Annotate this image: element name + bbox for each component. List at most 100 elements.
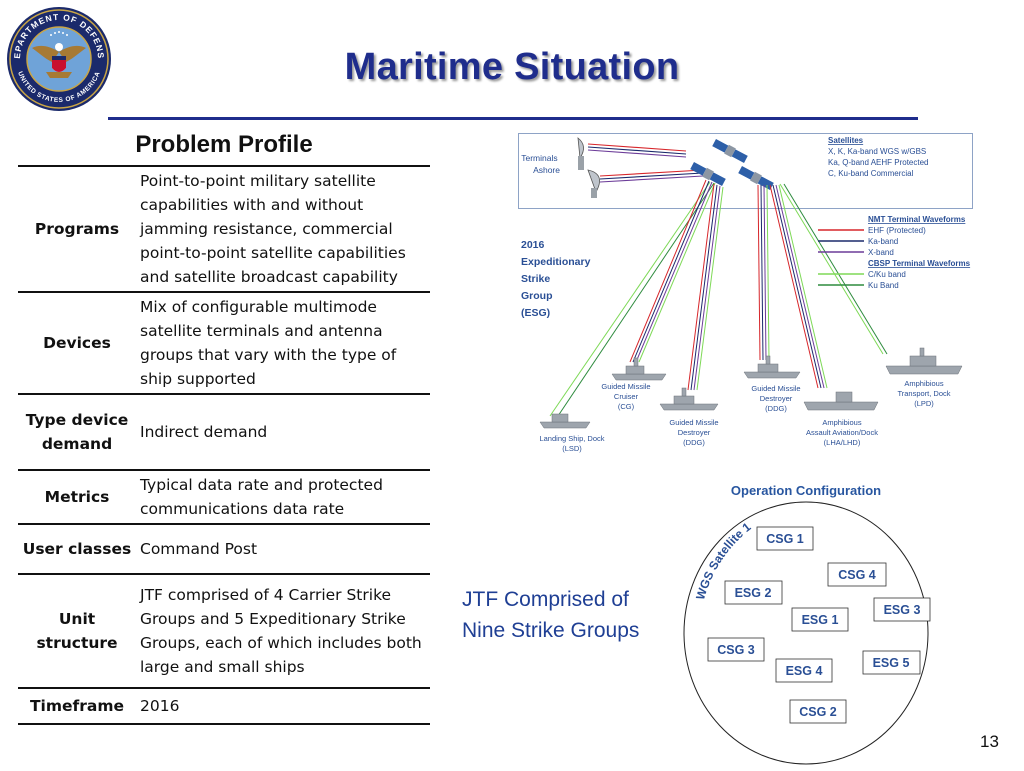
svg-text:X-band: X-band (868, 248, 894, 257)
svg-text:Ka, Q-band AEHF Protected: Ka, Q-band AEHF Protected (828, 158, 929, 167)
svg-text:Group: Group (521, 290, 553, 302)
satellite-dish-icon (587, 169, 600, 198)
svg-text:Guided Missile: Guided Missile (751, 384, 800, 393)
row-value: Mix of configurable multimode satellite … (136, 291, 430, 394)
row-value: 2016 (136, 687, 430, 725)
problem-profile-heading: Problem Profile (135, 131, 313, 158)
row-label: Devices (18, 291, 136, 394)
eagle-icon (32, 31, 86, 78)
svg-text:2016: 2016 (521, 239, 545, 251)
ship-labels: Guided Missile Cruiser (CG) Guided Missi… (539, 379, 950, 453)
svg-text:Expeditionary: Expeditionary (521, 256, 591, 268)
dod-seal: DEPARTMENT OF DEFENSE UNITED STATES OF A… (2, 0, 112, 112)
svg-text:Cruiser: Cruiser (614, 392, 639, 401)
svg-text:Guided Missile: Guided Missile (669, 418, 718, 427)
strike-group-csg-4: CSG 4 (827, 562, 887, 587)
svg-text:Landing Ship, Dock: Landing Ship, Dock (539, 434, 604, 443)
cbsp-legend: CBSP Terminal Waveforms C/Ku band Ku Ban… (818, 259, 971, 290)
svg-text:ESG 3: ESG 3 (884, 603, 921, 617)
svg-text:Amphibious: Amphibious (822, 418, 861, 427)
svg-text:X, K, Ka-band WGS w/GBS: X, K, Ka-band WGS w/GBS (828, 147, 926, 156)
svg-text:(LSD): (LSD) (562, 444, 582, 453)
row-label: Metrics (18, 469, 136, 524)
table-row: Timeframe 2016 (18, 687, 430, 725)
ashore-links (587, 143, 704, 183)
strike-group-esg-3: ESG 3 (873, 597, 931, 622)
row-label: Unit structure (18, 573, 136, 688)
svg-text:ESG 2: ESG 2 (735, 586, 772, 600)
nmt-legend: NMT Terminal Waveforms EHF (Protected) K… (818, 215, 966, 257)
problem-profile-table: Programs Point-to-point military satelli… (18, 165, 430, 725)
table-row: Metrics Typical data rate and protected … (18, 469, 430, 524)
satellite-icon (690, 162, 726, 186)
svg-text:(ESG): (ESG) (521, 307, 550, 319)
svg-text:ESG 5: ESG 5 (873, 656, 910, 670)
svg-text:ESG 1: ESG 1 (802, 613, 839, 627)
svg-text:EHF (Protected): EHF (Protected) (868, 226, 926, 235)
svg-text:(LHA/LHD): (LHA/LHD) (824, 438, 861, 447)
row-value: Command Post (136, 523, 430, 574)
svg-text:C/Ku band: C/Ku band (868, 270, 906, 279)
svg-text:CSG 1: CSG 1 (766, 532, 804, 546)
svg-text:CSG 3: CSG 3 (717, 643, 755, 657)
esg-communications-diagram: Terminals Ashore (518, 130, 978, 465)
svg-text:(CG): (CG) (618, 402, 635, 411)
satellite-dish-icon (577, 137, 584, 170)
ship-icon-lha (803, 391, 879, 411)
ship-icon-lpd (885, 347, 963, 375)
table-row: Unit structure JTF comprised of 4 Carrie… (18, 573, 430, 688)
svg-text:Amphibious: Amphibious (904, 379, 943, 388)
ship-icon-ddg2 (659, 387, 719, 411)
svg-text:Destroyer: Destroyer (760, 394, 793, 403)
table-row: Type device demand Indirect demand (18, 393, 430, 470)
svg-text:(DDG): (DDG) (765, 404, 787, 413)
strike-group-esg-2: ESG 2 (724, 580, 783, 605)
ship-icon-lsd (539, 413, 591, 429)
table-row: User classes Command Post (18, 523, 430, 574)
svg-text:(LPD): (LPD) (914, 399, 934, 408)
row-label: Timeframe (18, 687, 136, 725)
satellite-icon (738, 166, 774, 190)
esg-group-label: 2016 Expeditionary Strike Group (ESG) (521, 239, 591, 319)
jtf-caption: JTF Comprised of Nine Strike Groups (462, 588, 640, 642)
strike-group-csg-1: CSG 1 (756, 526, 814, 551)
strike-group-csg-2: CSG 2 (789, 699, 847, 724)
satellites-legend: Satellites X, K, Ka-band WGS w/GBS Ka, Q… (828, 136, 929, 178)
row-label: User classes (18, 523, 136, 574)
terminals-label: Terminals Ashore (521, 153, 560, 175)
ships (539, 347, 963, 429)
satellite-icon (712, 139, 748, 163)
svg-text:NMT Terminal Waveforms: NMT Terminal Waveforms (868, 215, 966, 224)
operation-configuration-diagram: WGS Satellite 1 CSG 1 CSG 4 ESG 2 ESG 3 … (680, 500, 936, 771)
row-label: Type device demand (18, 393, 136, 470)
strike-group-esg-5: ESG 5 (862, 650, 921, 675)
slide-title: Maritime Situation (344, 46, 680, 88)
page-number: 13 (980, 732, 999, 751)
svg-text:(DDG): (DDG) (683, 438, 705, 447)
svg-text:Satellites: Satellites (828, 136, 864, 145)
svg-text:Assault Aviation/Dock: Assault Aviation/Dock (806, 428, 878, 437)
svg-text:ESG 4: ESG 4 (786, 664, 823, 678)
strike-group-esg-1: ESG 1 (791, 607, 849, 632)
svg-text:CBSP Terminal Waveforms: CBSP Terminal Waveforms (868, 259, 971, 268)
svg-text:Strike: Strike (521, 273, 550, 285)
strike-group-esg-4: ESG 4 (775, 658, 833, 683)
row-value: JTF comprised of 4 Carrier Strike Groups… (136, 573, 430, 688)
svg-text:Destroyer: Destroyer (678, 428, 711, 437)
operation-configuration-title: Operation Configuration (730, 483, 882, 498)
row-value: Typical data rate and protected communic… (136, 469, 430, 524)
row-value: Indirect demand (136, 393, 430, 470)
svg-text:Ka-band: Ka-band (868, 237, 898, 246)
table-row: Programs Point-to-point military satelli… (18, 165, 430, 292)
svg-text:CSG 2: CSG 2 (799, 705, 837, 719)
ship-icon-ddg1 (743, 355, 801, 379)
title-divider (108, 117, 918, 120)
strike-group-csg-3: CSG 3 (707, 637, 765, 662)
svg-text:C, Ku-band Commercial: C, Ku-band Commercial (828, 169, 914, 178)
svg-text:Transport, Dock: Transport, Dock (897, 389, 950, 398)
table-row: Devices Mix of configurable multimode sa… (18, 291, 430, 394)
svg-text:Ku Band: Ku Band (868, 281, 899, 290)
ship-icon-cg (611, 357, 667, 381)
row-label: Programs (18, 165, 136, 292)
svg-text:Guided Missile: Guided Missile (601, 382, 650, 391)
